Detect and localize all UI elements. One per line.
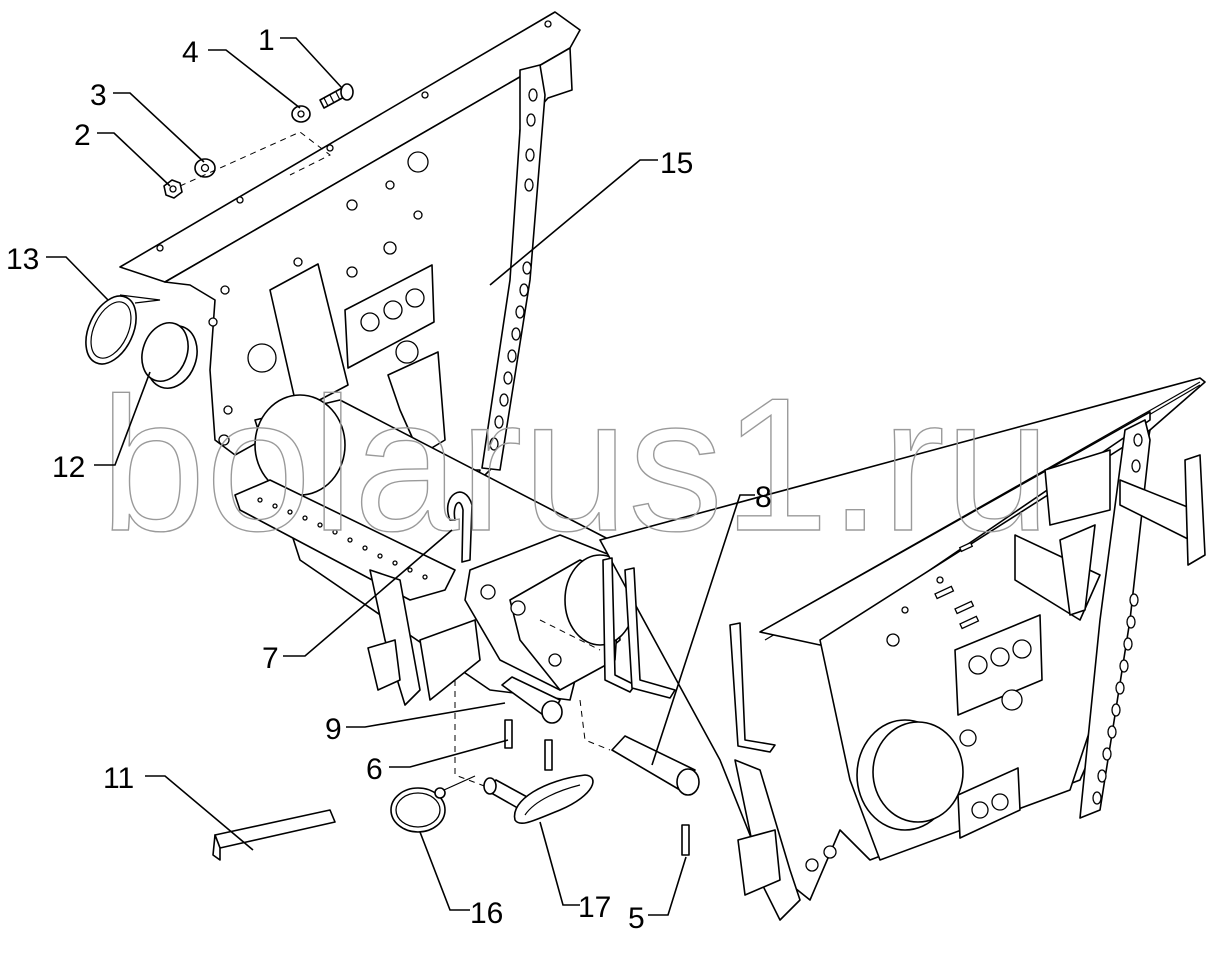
callout-6: 6 (366, 753, 383, 786)
callout-17: 17 (578, 891, 611, 924)
callout-13: 13 (6, 243, 39, 276)
clip-part-7 (446, 491, 473, 563)
callout-7: 7 (262, 642, 279, 675)
ring-pin-part-16 (390, 775, 476, 833)
callout-3: 3 (90, 79, 107, 112)
callout-16: 16 (470, 897, 503, 930)
callout-9: 9 (325, 713, 342, 746)
center-tube (234, 394, 636, 706)
callout-15: 15 (660, 147, 693, 180)
left-side-plate (119, 11, 581, 521)
callout-11: 11 (103, 762, 134, 795)
leader-lines (46, 37, 755, 916)
right-side-plate (599, 377, 1206, 921)
callout-1: 1 (258, 24, 275, 57)
split-pin-part-6 (504, 719, 553, 771)
callout-12: 12 (52, 451, 85, 484)
callout-4: 4 (182, 36, 199, 69)
watermark-text: bolarus1.ru (100, 359, 1051, 571)
angle-bar-part-11 (212, 809, 336, 861)
ring-part-12 (141, 322, 198, 389)
callout-5: 5 (628, 902, 645, 935)
split-pin-part-5 (681, 824, 690, 856)
callout-8: 8 (755, 481, 772, 514)
callout-labels: 1 4 3 2 13 12 15 8 7 9 6 11 16 17 5 (6, 24, 772, 935)
clamp-part-13 (85, 294, 161, 365)
callout-2: 2 (74, 119, 91, 152)
handle-pin-part-17 (483, 774, 594, 825)
washer-part-3 (194, 158, 216, 178)
bolt-part-1 (319, 83, 354, 109)
pin-part-8 (611, 735, 700, 796)
washer-part-4 (291, 105, 311, 123)
pin-part-9 (501, 676, 563, 724)
